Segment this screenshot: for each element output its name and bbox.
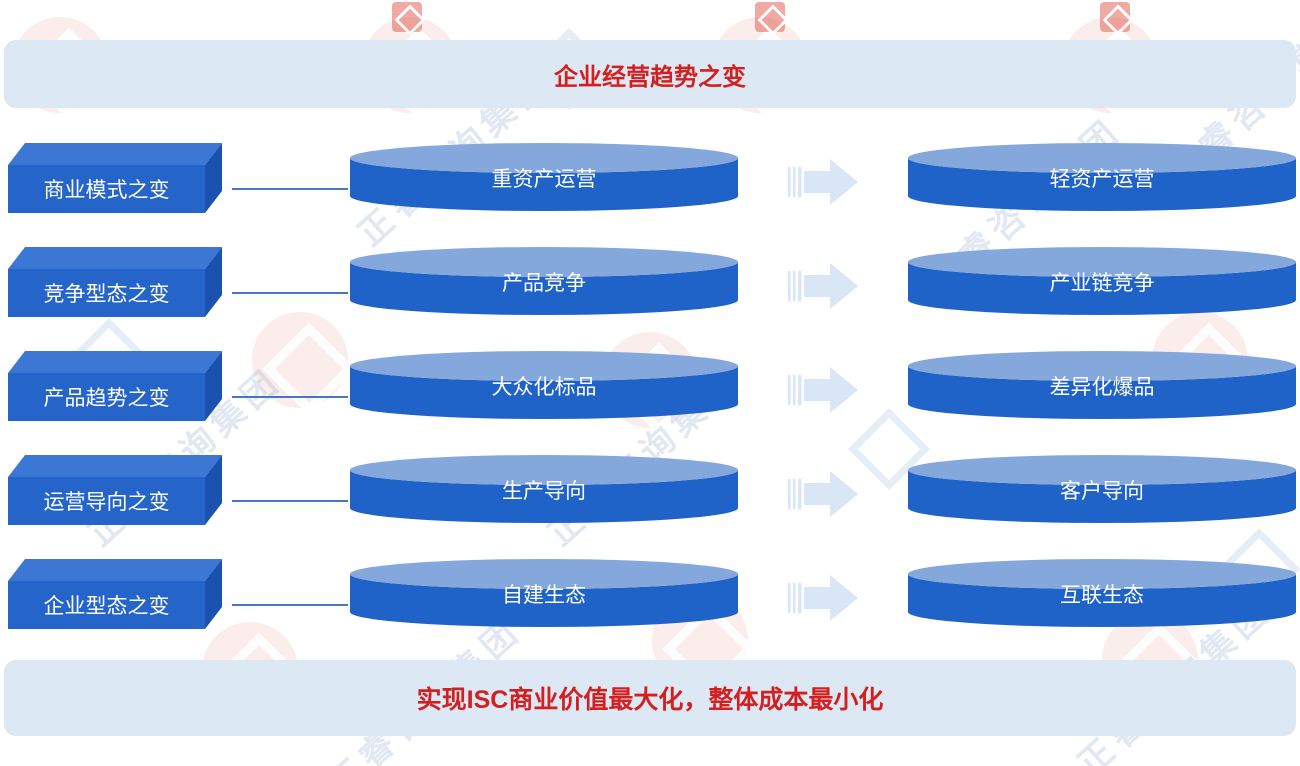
connector-line [232, 292, 348, 294]
to-cylinder: 轻资产运营 [908, 143, 1296, 213]
category-box: 产品趋势之变 [8, 351, 223, 421]
from-cylinder: 重资产运营 [350, 143, 738, 213]
from-label: 生产导向 [502, 480, 586, 503]
page-title: 企业经营趋势之变 [554, 63, 746, 91]
category-label: 运营导向之变 [43, 491, 170, 514]
to-label: 差异化爆品 [1049, 376, 1155, 399]
from-label: 大众化标品 [491, 376, 597, 399]
category-label: 商业模式之变 [43, 179, 170, 202]
to-label: 轻资产运营 [1049, 168, 1155, 191]
from-cylinder: 大众化标品 [350, 351, 738, 421]
diagram-row: 商业模式之变 重资产运营 轻资产运营 [0, 143, 1300, 213]
to-cylinder: 互联生态 [908, 559, 1296, 629]
footer-text: 实现ISC商业价值最大化，整体成本最小化 [416, 686, 884, 714]
diagram-row: 企业型态之变 自建生态 互联生态 [0, 559, 1300, 629]
from-cylinder: 自建生态 [350, 559, 738, 629]
logo-badge-watermark [1100, 2, 1130, 32]
arrow-right-icon [788, 568, 860, 628]
connector-line [232, 500, 348, 502]
diagram-row: 运营导向之变 生产导向 客户导向 [0, 455, 1300, 525]
diagram-row: 竞争型态之变 产品竞争 产业链竞争 [0, 247, 1300, 317]
category-label: 竞争型态之变 [43, 283, 170, 306]
category-label: 产品趋势之变 [43, 387, 170, 410]
to-label: 客户导向 [1060, 480, 1144, 503]
diagram-row: 产品趋势之变 大众化标品 差异化爆品 [0, 351, 1300, 421]
arrow-right-icon [788, 464, 860, 524]
from-label: 产品竞争 [502, 272, 586, 295]
to-cylinder: 差异化爆品 [908, 351, 1296, 421]
logo-badge-watermark [755, 2, 785, 32]
from-label: 重资产运营 [491, 168, 597, 191]
to-label: 产业链竞争 [1049, 272, 1155, 295]
to-cylinder: 客户导向 [908, 455, 1296, 525]
to-label: 互联生态 [1060, 584, 1144, 607]
category-box: 商业模式之变 [8, 143, 223, 213]
from-cylinder: 产品竞争 [350, 247, 738, 317]
logo-badge-watermark [392, 2, 422, 32]
footer-banner: 实现ISC商业价值最大化，整体成本最小化 [4, 660, 1296, 736]
to-cylinder: 产业链竞争 [908, 247, 1296, 317]
category-label: 企业型态之变 [43, 595, 170, 618]
connector-line [232, 188, 348, 190]
connector-line [232, 604, 348, 606]
category-box: 运营导向之变 [8, 455, 223, 525]
from-label: 自建生态 [502, 584, 586, 607]
title-banner: 企业经营趋势之变 [4, 40, 1296, 108]
arrow-right-icon [788, 360, 860, 420]
from-cylinder: 生产导向 [350, 455, 738, 525]
category-box: 企业型态之变 [8, 559, 223, 629]
arrow-right-icon [788, 256, 860, 316]
arrow-right-icon [788, 152, 860, 212]
connector-line [232, 396, 348, 398]
category-box: 竞争型态之变 [8, 247, 223, 317]
